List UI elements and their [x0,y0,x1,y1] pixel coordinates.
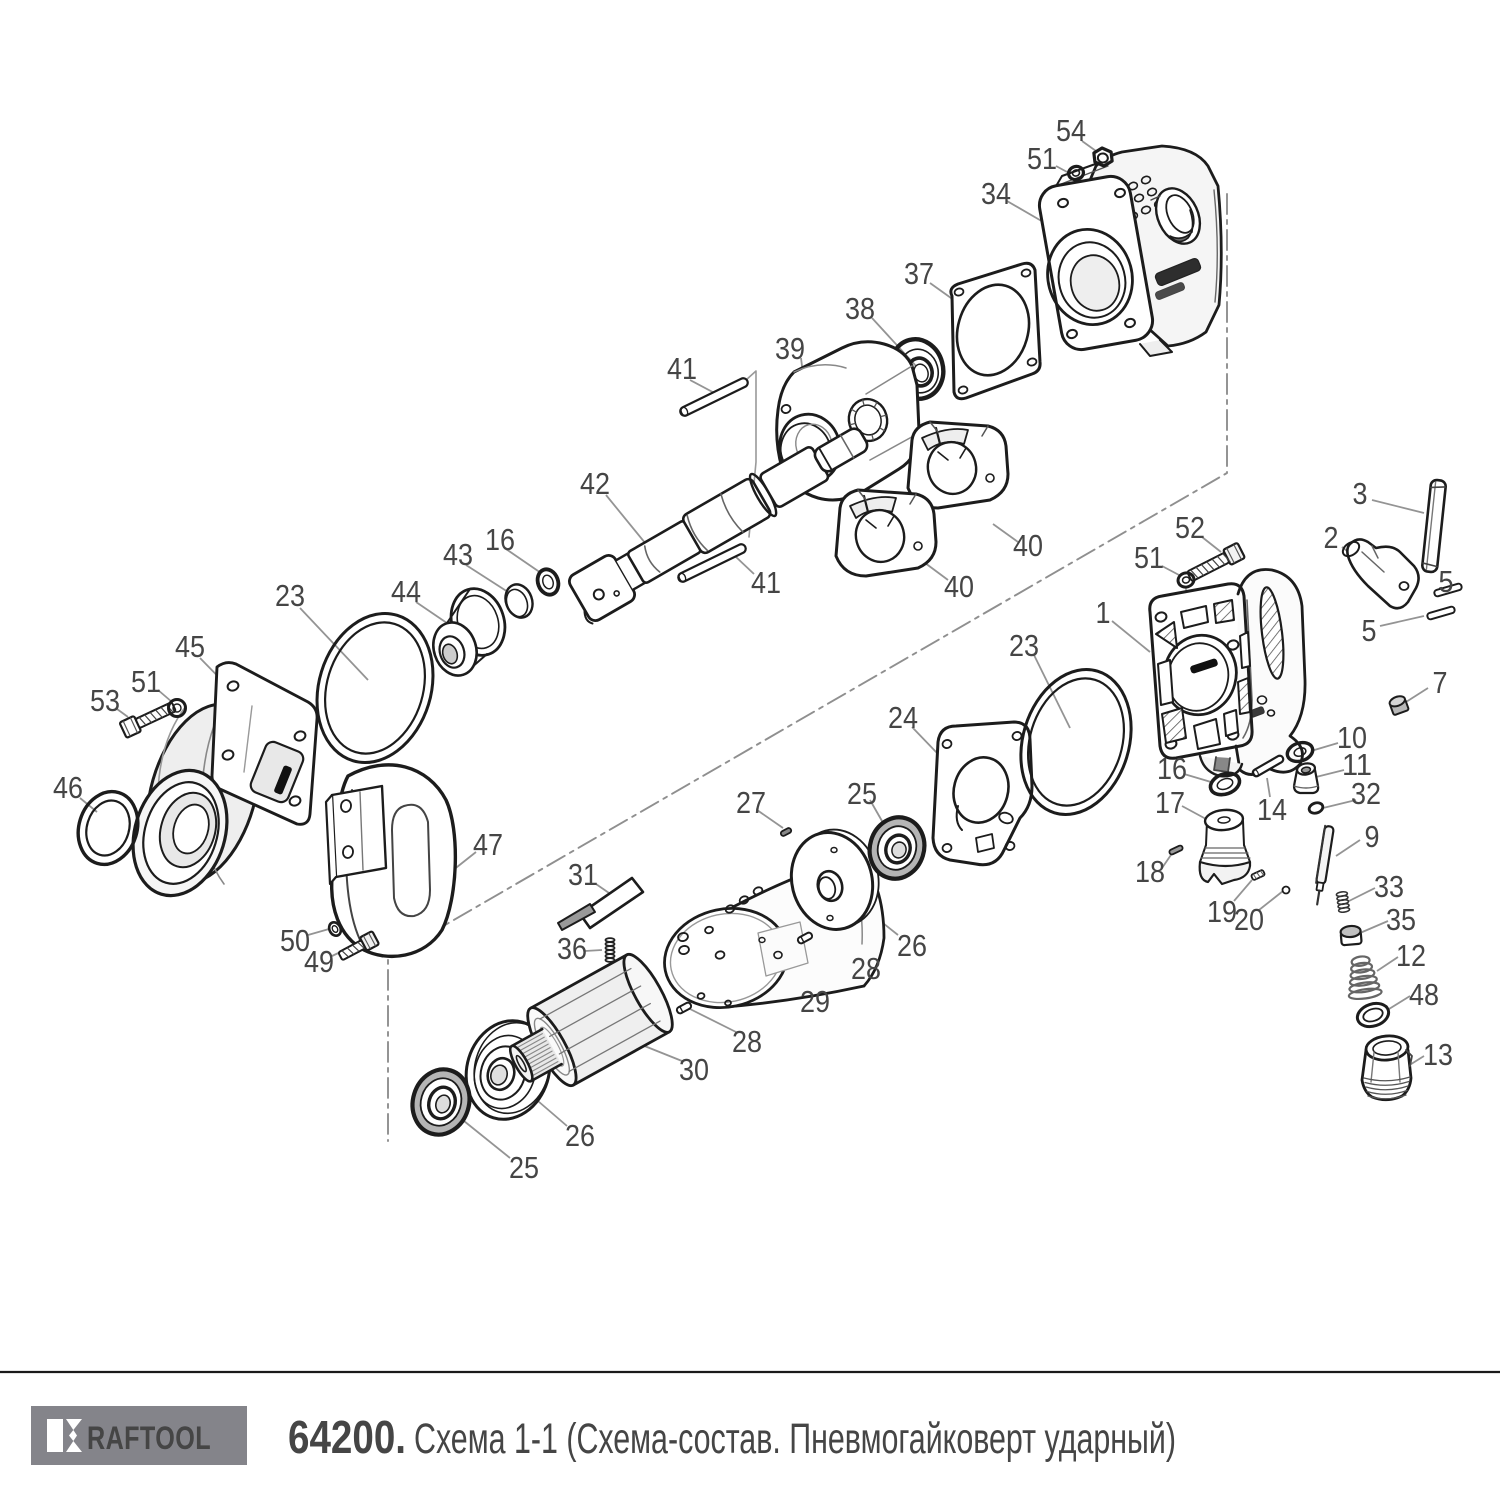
svg-text:52: 52 [1175,510,1205,545]
svg-text:Схема 1-1 (Схема-состав. Пневм: Схема 1-1 (Схема-состав. Пневмогайковерт… [414,1415,1176,1463]
svg-text:10: 10 [1337,720,1367,755]
svg-text:40: 40 [1013,528,1043,563]
svg-text:11: 11 [1342,747,1372,782]
svg-text:2: 2 [1324,520,1339,555]
svg-text:51: 51 [1134,540,1164,575]
svg-text:38: 38 [845,291,875,326]
svg-text:36: 36 [557,931,587,966]
svg-text:14: 14 [1257,792,1287,827]
svg-text:16: 16 [1157,751,1187,786]
svg-text:64200.: 64200. [288,1411,406,1463]
svg-text:9: 9 [1365,819,1380,854]
svg-text:44: 44 [391,574,421,609]
svg-text:40: 40 [944,569,974,604]
svg-text:29: 29 [800,984,830,1019]
svg-text:54: 54 [1056,113,1086,148]
svg-text:31: 31 [568,857,598,892]
svg-text:13: 13 [1423,1037,1453,1072]
svg-text:26: 26 [565,1118,595,1153]
svg-text:51: 51 [1027,141,1057,176]
svg-text:30: 30 [679,1052,709,1087]
svg-text:41: 41 [667,351,697,386]
svg-text:41: 41 [751,565,781,600]
svg-text:26: 26 [897,928,927,963]
svg-text:53: 53 [90,683,120,718]
svg-text:45: 45 [175,629,205,664]
svg-text:16: 16 [485,522,515,557]
svg-text:19: 19 [1207,894,1237,929]
svg-text:1: 1 [1096,595,1111,630]
svg-text:32: 32 [1351,776,1381,811]
svg-text:RAFTOOL: RAFTOOL [87,1420,211,1456]
svg-text:42: 42 [580,466,610,501]
svg-text:47: 47 [473,827,503,862]
svg-text:24: 24 [888,700,918,735]
svg-text:25: 25 [847,776,877,811]
svg-text:20: 20 [1234,902,1264,937]
svg-text:17: 17 [1155,785,1185,820]
svg-text:48: 48 [1409,977,1439,1012]
svg-text:50: 50 [280,923,310,958]
svg-text:37: 37 [904,256,934,291]
svg-text:23: 23 [275,578,305,613]
svg-text:34: 34 [981,176,1011,211]
svg-text:28: 28 [851,951,881,986]
svg-text:39: 39 [775,331,805,366]
svg-text:35: 35 [1386,902,1416,937]
svg-text:51: 51 [131,664,161,699]
svg-text:28: 28 [732,1024,762,1059]
svg-text:43: 43 [443,537,473,572]
svg-text:5: 5 [1439,564,1454,599]
svg-text:33: 33 [1374,869,1404,904]
svg-text:49: 49 [304,944,334,979]
svg-text:18: 18 [1135,854,1165,889]
svg-text:7: 7 [1433,665,1448,700]
svg-text:27: 27 [736,785,766,820]
svg-text:46: 46 [53,770,83,805]
svg-text:5: 5 [1362,613,1377,648]
svg-text:3: 3 [1353,476,1368,511]
svg-text:23: 23 [1009,628,1039,663]
svg-text:12: 12 [1396,938,1426,973]
svg-text:25: 25 [509,1150,539,1185]
